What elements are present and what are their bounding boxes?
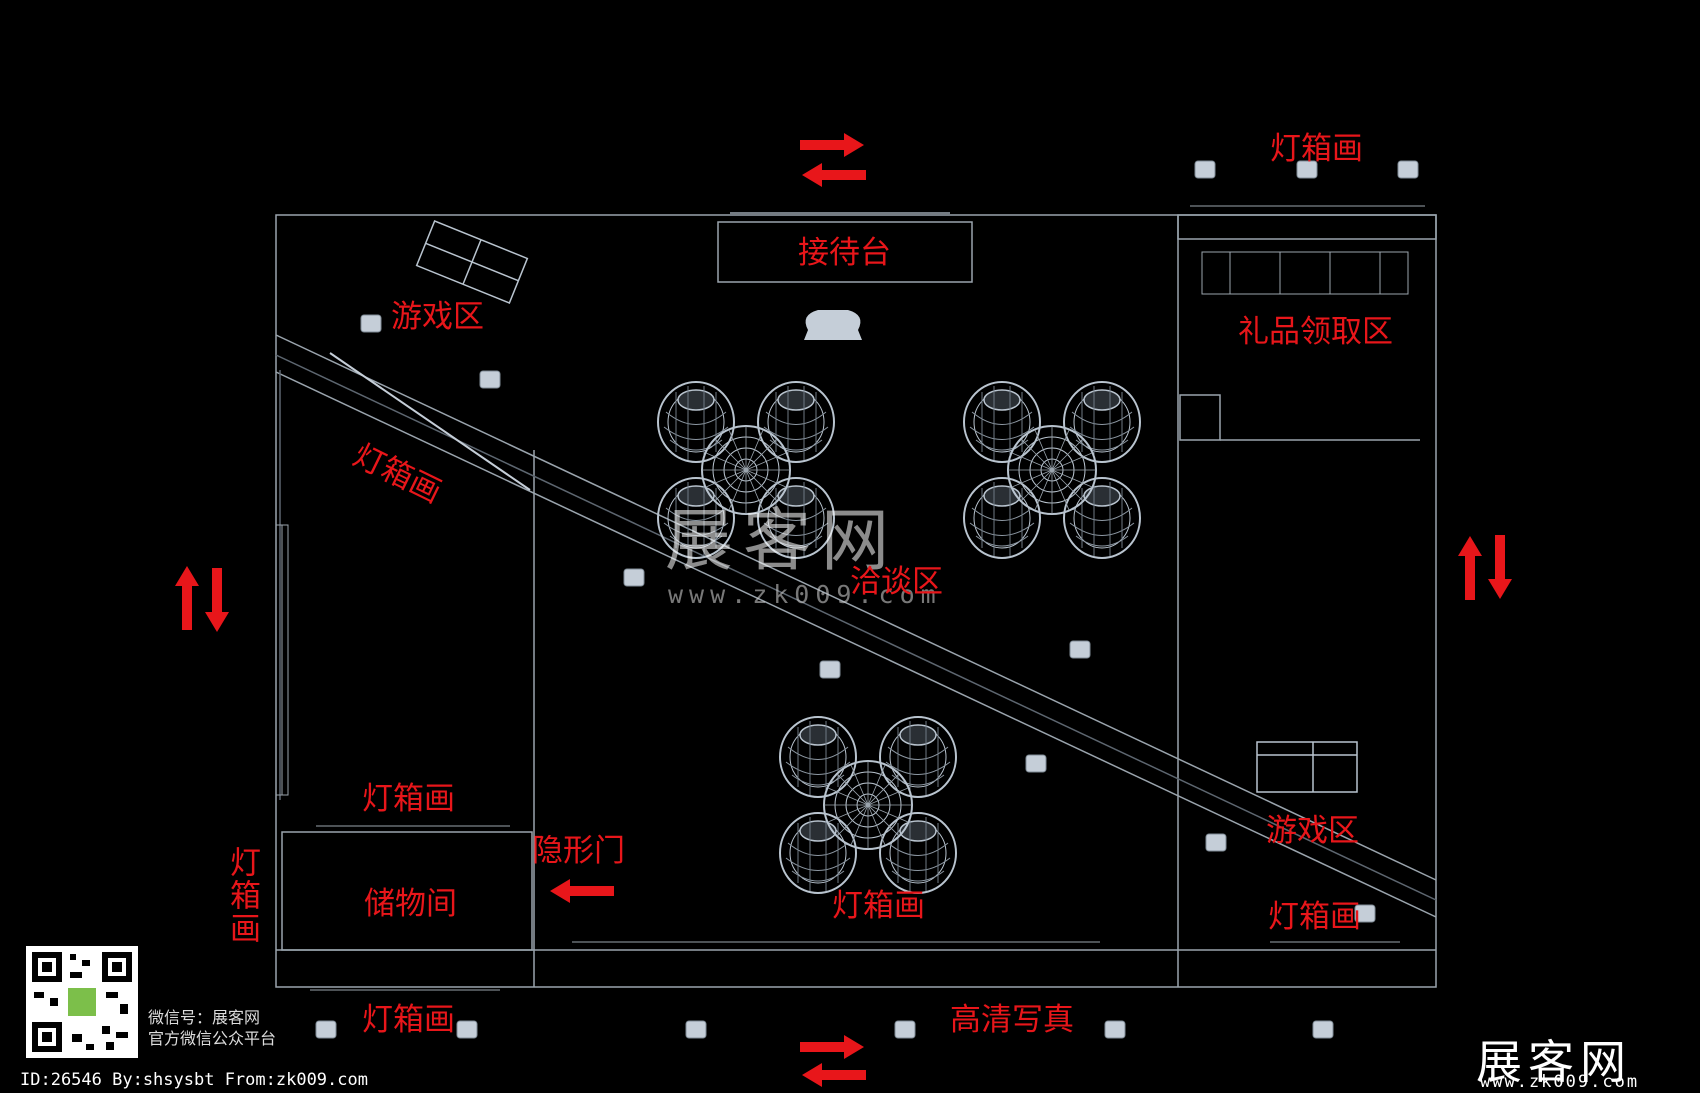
lightbox-rails xyxy=(310,205,1425,991)
label-lightbox-bottom-right: 灯箱画 xyxy=(1268,899,1361,935)
wechat-id: 微信号：展客网 xyxy=(148,1008,261,1027)
qr-code-icon xyxy=(32,952,132,1052)
label-gift-area: 礼品领取区 xyxy=(1238,314,1393,350)
traffic-arrows xyxy=(175,133,1512,1087)
label-negotiation: 洽谈区 xyxy=(850,564,943,600)
watermark-logo: 展客网 xyxy=(665,502,900,581)
label-lightbox-bottom-left: 灯箱画 xyxy=(362,1002,455,1038)
label-storage: 储物间 xyxy=(364,886,457,922)
seating-group-3 xyxy=(780,717,956,893)
qr-code xyxy=(26,946,138,1058)
left-glass-wall xyxy=(275,524,289,796)
reception-chair xyxy=(804,310,862,340)
label-lightbox-storage-top: 灯箱画 xyxy=(362,781,455,817)
label-lightbox-top-right: 灯箱画 xyxy=(1270,131,1363,167)
label-reception: 接待台 xyxy=(798,235,891,271)
game-table-bottom xyxy=(1256,741,1358,793)
gift-counter xyxy=(1201,251,1409,295)
label-hd-print: 高清写真 xyxy=(950,1002,1074,1038)
game-table-top xyxy=(415,220,529,304)
seating-group-2 xyxy=(964,382,1140,558)
label-lightbox-storage-side: 灯箱画 xyxy=(224,846,260,945)
label-game-area-top: 游戏区 xyxy=(391,299,484,335)
label-game-area-bottom: 游戏区 xyxy=(1266,813,1359,849)
corner-url: www.zk009.com xyxy=(1480,1072,1640,1092)
label-lightbox-bottom-center: 灯箱画 xyxy=(832,888,925,924)
wechat-caption: 微信号：展客网 官方微信公众平台 xyxy=(148,1008,276,1050)
wechat-platform: 官方微信公众平台 xyxy=(148,1028,277,1048)
label-hidden-door: 隐形门 xyxy=(532,833,625,869)
watermark-url: www.zk009.com xyxy=(668,580,942,609)
footer-id: ID:26546 By:shsysbt From:zk009.com xyxy=(20,1070,368,1090)
booth-walls xyxy=(275,212,1437,988)
diagonal-partition xyxy=(275,334,1437,918)
corner-logo: 展客网 xyxy=(1476,1035,1632,1089)
